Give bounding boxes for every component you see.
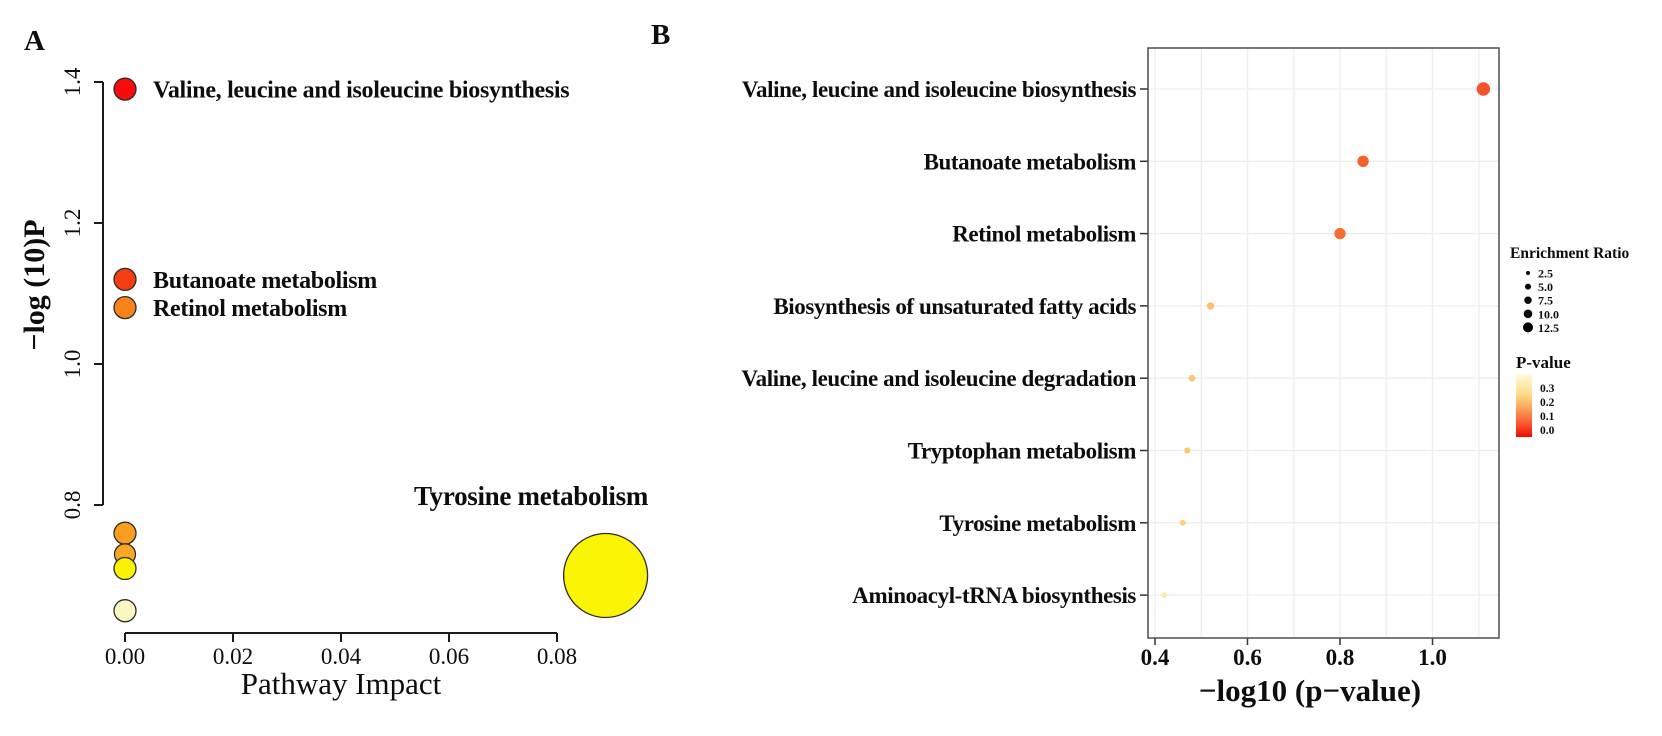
data-point-tryptophan-metabolism xyxy=(1184,447,1191,454)
panel-b-plot: Valine, leucine and isoleucine biosynthe… xyxy=(742,48,1559,670)
panel-a-y-tick-label: 1.0 xyxy=(60,350,85,379)
bubble-butanoate-metabolism xyxy=(113,267,137,292)
panel-b-x-tick-label: 0.6 xyxy=(1233,645,1262,670)
legend-color-label: 0.3 xyxy=(1540,383,1555,395)
panel-a-x-tick-label: 0.04 xyxy=(321,644,362,669)
panel-a-y-tick-label: 1.2 xyxy=(60,209,85,238)
legend-color-label: 0.2 xyxy=(1540,397,1555,409)
panel-b-plot-border xyxy=(1147,47,1500,639)
category-label-biosynthesis-of-unsaturated-fatty-acids: Biosynthesis of unsaturated fatty acids xyxy=(773,294,1136,319)
data-point-biosynthesis-of-unsaturated-fatty-acids xyxy=(1206,302,1215,310)
bubble xyxy=(113,599,137,623)
panel-b-x-axis-title: −log10 (p−value) xyxy=(1199,673,1421,708)
legend-size-dot xyxy=(1523,322,1533,333)
panel-b-plot-background xyxy=(1148,48,1499,638)
panel-a-y-tick-label: 1.4 xyxy=(60,67,85,96)
bubble xyxy=(113,556,137,581)
legend-size-label: 10.0 xyxy=(1538,307,1559,321)
p-value-gradient-bar xyxy=(1516,375,1532,437)
category-label-valine-leucine-and-isoleucine-biosynthesis: Valine, leucine and isoleucine biosynthe… xyxy=(742,77,1137,102)
panel-a-x-axis-title: Pathway Impact xyxy=(241,666,442,701)
bubble-label-valine-leucine-and-isoleucine-biosynthesis: Valine, leucine and isoleucine biosynthe… xyxy=(153,78,569,104)
data-point-retinol-metabolism xyxy=(1334,227,1346,240)
panel-a-x-tick-label: 0.00 xyxy=(105,644,145,669)
data-point-aminoacyl-trna-biosynthesis xyxy=(1161,592,1168,598)
data-point-tyrosine-metabolism xyxy=(1179,519,1186,526)
panel-b-x-tick-label: 1.0 xyxy=(1418,645,1447,670)
bubble-tyrosine-metabolism xyxy=(562,532,649,619)
panel-a-y-axis-title: −log (10)P xyxy=(18,219,51,350)
category-label-tryptophan-metabolism: Tryptophan metabolism xyxy=(908,439,1136,464)
legend-size-dot xyxy=(1523,309,1533,319)
legend-size-label: 12.5 xyxy=(1538,321,1559,335)
panel-a-label: A xyxy=(24,25,45,57)
panel-a-x-tick-label: 0.08 xyxy=(537,644,577,669)
panel-a-plot: 1.4 1.2 1.0 0.8 0.00 0.02 0.04 0.06 0.08 Valine, … xyxy=(60,67,649,669)
category-label-butanoate-metabolism: Butanoate metabolism xyxy=(924,149,1137,174)
panel-a-x-tick-label: 0.02 xyxy=(213,644,253,669)
legend-size-dot xyxy=(1526,271,1530,275)
data-point-butanoate-metabolism xyxy=(1357,155,1369,167)
panel-b-label: B xyxy=(651,19,670,51)
bubble xyxy=(113,521,137,545)
category-label-valine-leucine-and-isoleucine-degradation: Valine, leucine and isoleucine degradati… xyxy=(742,366,1137,391)
legend-size-dot xyxy=(1524,296,1532,304)
legend-size-label: 5.0 xyxy=(1538,280,1553,294)
legend-size-label: 2.5 xyxy=(1538,267,1553,281)
panel-b-x-tick-label: 0.4 xyxy=(1141,645,1170,670)
bubble-label-butanoate-metabolism: Butanoate metabolism xyxy=(153,268,377,294)
legend-size-dot xyxy=(1525,283,1531,290)
data-point-valine-leucine-and-isoleucine-biosynthesis xyxy=(1476,82,1491,96)
bubble-label-tyrosine-metabolism: Tyrosine metabolism xyxy=(414,481,649,511)
category-label-tyrosine-metabolism: Tyrosine metabolism xyxy=(939,511,1136,536)
legend-color-label: 0.0 xyxy=(1540,425,1555,437)
bubble-valine-leucine-and-isoleucine-biosynthesis xyxy=(113,77,137,101)
panel-a-y-tick-label: 0.8 xyxy=(60,491,85,520)
p-value-legend-title: P-value xyxy=(1516,353,1571,372)
enrichment-ratio-legend-title: Enrichment Ratio xyxy=(1510,245,1630,262)
category-label-retinol-metabolism: Retinol metabolism xyxy=(952,222,1136,247)
legend-size-label: 7.5 xyxy=(1538,294,1553,308)
category-label-aminoacyl-trna-biosynthesis: Aminoacyl-tRNA biosynthesis xyxy=(852,583,1136,608)
bubble-label-retinol-metabolism: Retinol metabolism xyxy=(153,296,347,322)
panel-b-x-tick-label: 0.8 xyxy=(1326,645,1355,670)
legend-color-label: 0.1 xyxy=(1540,411,1555,423)
panel-a-x-tick-label: 0.06 xyxy=(429,644,469,669)
data-point-valine-leucine-and-isoleucine-degradation xyxy=(1188,374,1196,382)
bubble-retinol-metabolism xyxy=(113,295,137,320)
